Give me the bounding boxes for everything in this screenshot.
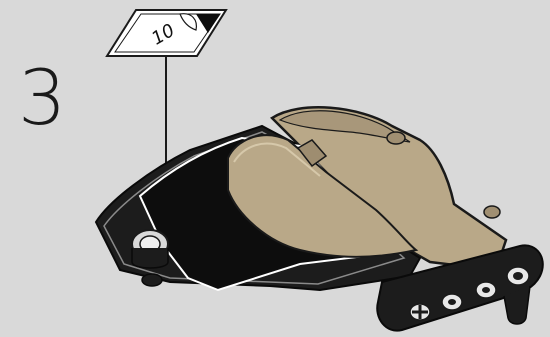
tan-panel-with-black-sticker-icon xyxy=(96,107,543,330)
sticker-sheet-icon: 10 xyxy=(107,10,226,56)
